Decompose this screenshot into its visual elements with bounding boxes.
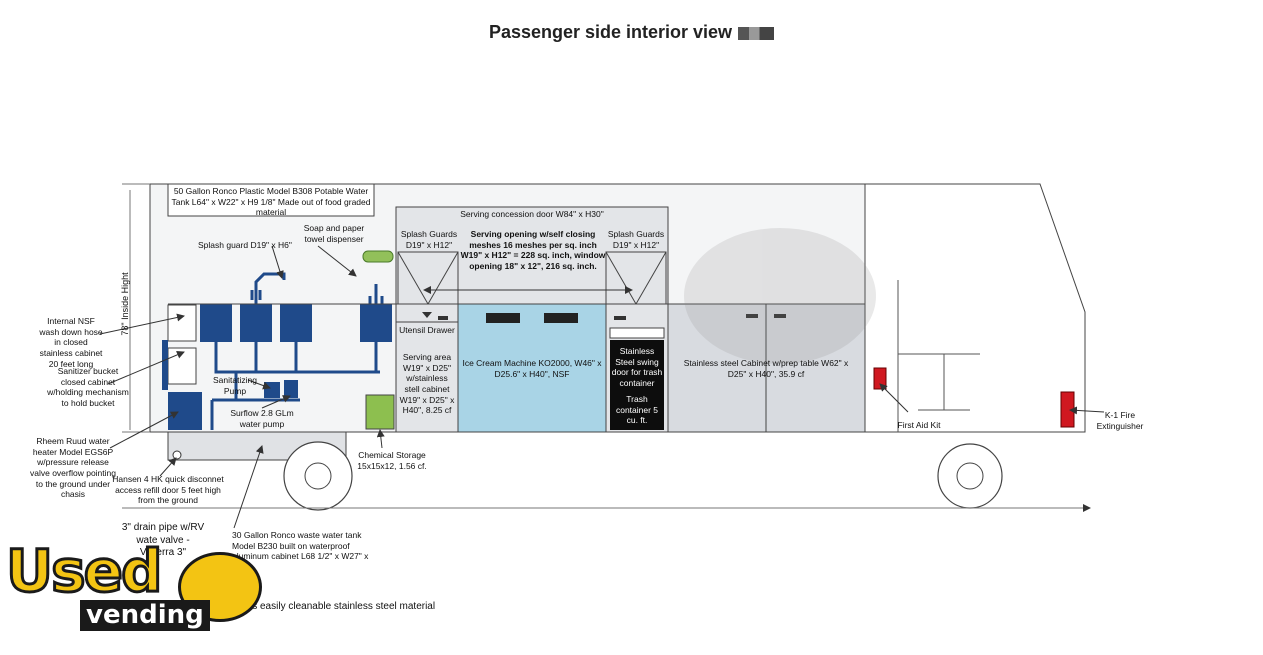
- logo-vending-text: vending: [80, 600, 210, 631]
- sanitizing-pump-unit: [264, 382, 280, 398]
- serving-door-label: Serving concession door W84" x H30": [460, 209, 604, 219]
- watermark-pig: [684, 228, 876, 364]
- utensil-drawer-handle: [438, 316, 448, 320]
- chemical-storage-label: Chemical Storage 15x15x12, 1.56 cf.: [357, 450, 427, 471]
- first-aid-kit-box: [873, 367, 887, 390]
- cab-seat: [898, 353, 980, 411]
- hose-reel: [162, 340, 168, 390]
- prep-cabinet-label: Stainless steel Cabinet w/prep table W62…: [683, 358, 849, 379]
- leader-splash-guard: [271, 245, 284, 279]
- ice-cream-machine: [457, 303, 607, 433]
- soap-dispenser: [362, 250, 394, 263]
- chemical-storage-box: [365, 394, 395, 430]
- hose-cabinet: [167, 304, 197, 342]
- sink-basin-1: [200, 304, 232, 342]
- ice-cream-machine-label: Ice Cream Machine KO2000, W46" x D25.6" …: [462, 358, 602, 379]
- prep-cabinet-handle-1: [746, 314, 758, 318]
- trash-handle: [614, 316, 626, 320]
- leader-extinguisher: [1069, 406, 1105, 415]
- internal-hose-label: Internal NSF wash down hose in closed st…: [39, 316, 103, 369]
- trash-door-label: Stainless Steel swing door for trash con…: [611, 346, 663, 388]
- serving-area-cabinet: [395, 303, 459, 433]
- leader-hansen: [159, 457, 177, 477]
- utensil-drawer-indicator: [422, 312, 432, 318]
- ice-cream-dispenser-2: [544, 313, 578, 323]
- hand-sink-basin: [360, 304, 392, 342]
- rear-wheel-hub: [304, 462, 332, 490]
- hansen-label: Hansen 4 HK quick disconnet access refil…: [112, 474, 224, 506]
- hand-sink-faucet: [368, 284, 384, 304]
- sink-basin-3: [280, 304, 312, 342]
- sink-basin-2: [240, 304, 272, 342]
- leader-chemical: [376, 429, 385, 449]
- stainless-material-label: is easily cleanable stainless steel mate…: [250, 601, 436, 612]
- trash-door-top: [609, 327, 665, 339]
- page-title: Passenger side interior view: [0, 22, 1263, 43]
- soap-dispenser-label: Soap and paper towel dispenser: [303, 223, 365, 244]
- serving-area-label: Serving area W19" x D25" w/stainless ste…: [399, 352, 455, 416]
- prep-cabinet-handle-2: [774, 314, 786, 318]
- fire-extinguisher-box: [1060, 391, 1075, 428]
- logo-used-text: Used: [4, 537, 164, 605]
- leader-first-aid: [879, 383, 909, 413]
- front-wheel-hub: [956, 462, 984, 490]
- leader-surflow: [261, 395, 291, 409]
- prep-cabinet-right: [765, 303, 866, 433]
- leader-water-heater: [109, 411, 179, 449]
- leader-hose: [99, 313, 185, 335]
- sanitizer-bucket-label: Sanitizer bucket closed cabinet w/holdin…: [47, 366, 129, 408]
- inside-height-label: 78" Inside Hight: [120, 272, 130, 336]
- surflow-pump-unit: [284, 380, 298, 398]
- trash-door-panel: [610, 340, 664, 430]
- splash-guard-sink-label: Splash guard D19" x H6": [198, 240, 292, 250]
- ice-cream-dispenser-1: [486, 313, 520, 323]
- prep-cabinet-left: [667, 303, 767, 433]
- used-vending-logo: Used vending: [4, 537, 262, 646]
- fire-extinguisher-label: K-1 Fire Extinguisher: [1096, 410, 1144, 431]
- serving-opening-label: Serving opening w/self closing meshes 16…: [460, 229, 606, 271]
- trash-container-label: Trash container 5 cu. ft.: [615, 394, 659, 426]
- sink-faucet: [254, 272, 286, 304]
- drain-pipe-label: 3" drain pipe w/RV wate valve - Valterra…: [121, 522, 205, 558]
- splash-guards-right-label: Splash Guards D19" x H12": [607, 229, 665, 250]
- splash-guards-left-label: Splash Guards D19" x H12": [400, 229, 458, 250]
- potable-tank-box: [167, 183, 375, 217]
- utensil-drawer-label: Utensil Drawer: [399, 325, 455, 335]
- leader-sanitizing-pump: [247, 379, 271, 390]
- quick-disconnect-port: [172, 450, 182, 460]
- leader-sanitizer: [107, 351, 185, 385]
- sanitizing-pump-label: Sanitatizing Pump: [213, 375, 257, 396]
- leader-waste-tank: [233, 445, 264, 529]
- redaction-block: [738, 26, 775, 40]
- sanitizer-cabinet: [167, 347, 197, 385]
- faucet-handles: [250, 290, 262, 300]
- plumbing-lines: [210, 342, 380, 430]
- potable-tank-label: 50 Gallon Ronco Plastic Model B308 Potab…: [171, 186, 371, 218]
- water-heater-label: Rheem Ruud water heater Model EGS6P w/pr…: [30, 436, 116, 500]
- leader-soap: [317, 245, 357, 277]
- first-aid-label: First Aid Kit: [897, 420, 941, 430]
- surflow-pump-label: Surflow 2.8 GLm water pump: [230, 408, 294, 429]
- water-heater: [168, 392, 202, 430]
- page-title-text: Passenger side interior view: [488, 22, 733, 42]
